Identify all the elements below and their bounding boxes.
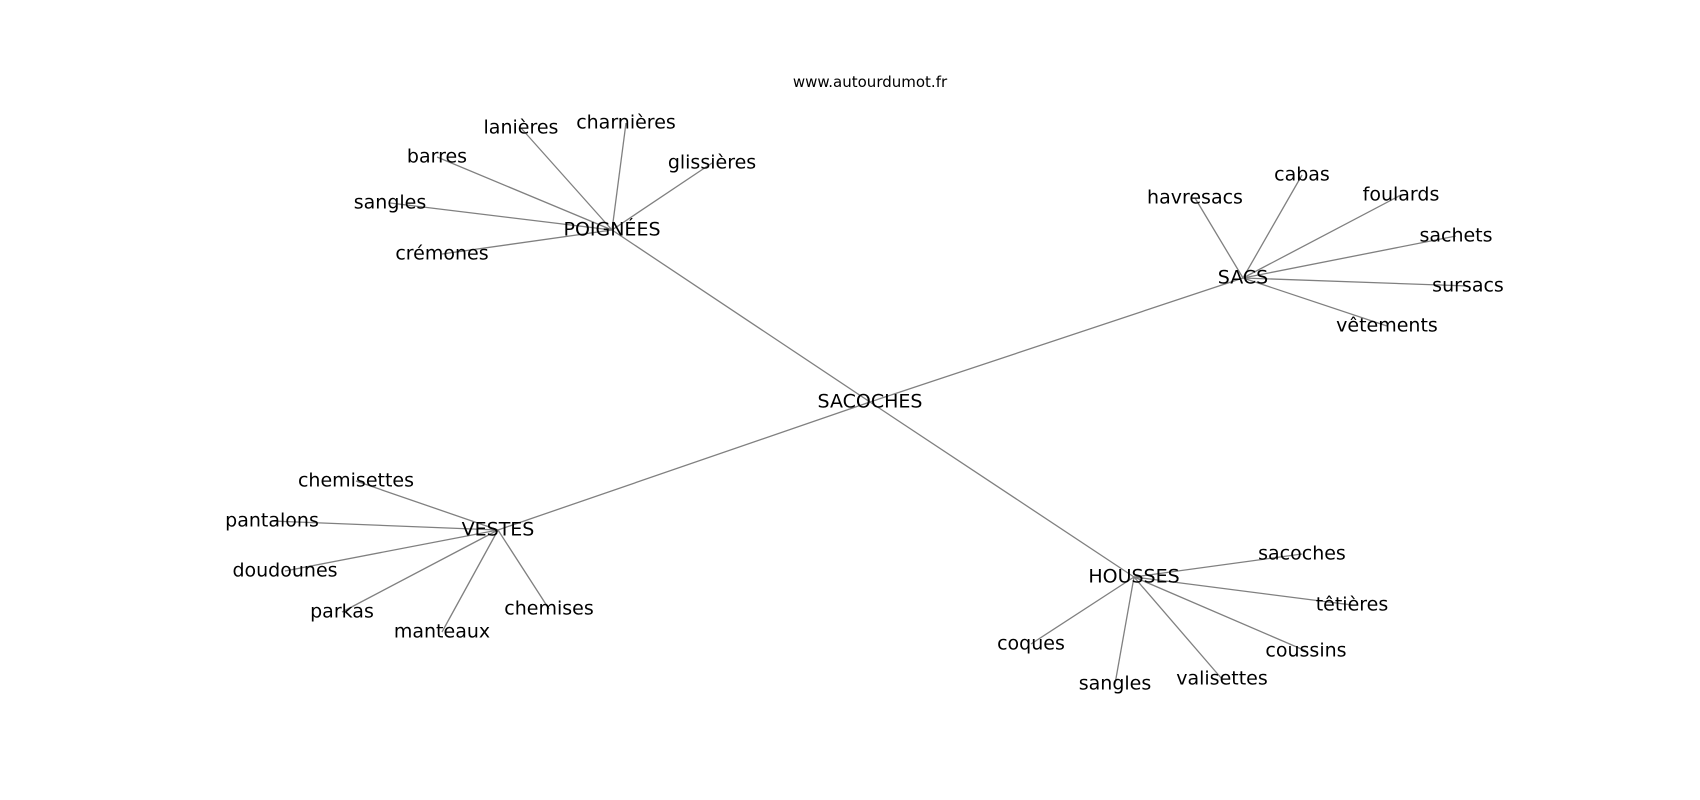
edge-center-0: [611, 229, 871, 403]
leaf-node[interactable]: manteaux: [394, 621, 490, 643]
leaf-node[interactable]: sachets: [1419, 225, 1492, 247]
leaf-node[interactable]: charnières: [576, 112, 676, 134]
leaf-node[interactable]: sacoches: [1258, 543, 1346, 565]
leaf-node[interactable]: glissières: [668, 152, 756, 174]
watermark: www.autourdumot.fr: [793, 73, 948, 91]
edge-center-3: [869, 401, 1135, 578]
edge-center-2: [497, 401, 871, 531]
leaf-node[interactable]: chemisettes: [298, 470, 414, 492]
leaf-node[interactable]: coussins: [1265, 640, 1346, 662]
edge-1-3: [1242, 235, 1457, 279]
edge-2-1: [271, 520, 499, 531]
edge-3-3: [1133, 576, 1223, 680]
edge-2-4: [441, 529, 499, 633]
leaf-node[interactable]: sangles: [354, 192, 427, 214]
leaf-node[interactable]: pantalons: [225, 510, 319, 532]
edge-1-0: [1194, 197, 1244, 279]
leaf-node[interactable]: doudounes: [232, 560, 337, 582]
labels-layer: SACOCHES POIGNÉES lanières charnières glissi…: [225, 112, 1504, 695]
edge-2-3: [341, 529, 499, 613]
leaf-node[interactable]: vêtements: [1336, 315, 1438, 337]
edge-0-4: [389, 202, 613, 231]
edge-1-4: [1242, 277, 1469, 287]
group-node[interactable]: HOUSSES: [1088, 566, 1179, 588]
edge-1-5: [1242, 277, 1388, 327]
edge-center-1: [869, 277, 1244, 403]
leaf-node[interactable]: lanières: [484, 117, 559, 139]
edge-0-1: [611, 122, 627, 231]
leaf-node[interactable]: coques: [997, 633, 1065, 655]
edge-0-0: [520, 127, 613, 231]
edge-3-5: [1030, 576, 1135, 645]
leaf-node[interactable]: têtières: [1316, 594, 1389, 616]
edge-0-3: [436, 156, 613, 231]
center-node[interactable]: SACOCHES: [818, 391, 923, 413]
edges-layer: [271, 122, 1469, 685]
edge-0-2: [611, 162, 713, 231]
leaf-node[interactable]: barres: [407, 146, 467, 168]
group-node[interactable]: POIGNÉES: [563, 218, 660, 241]
edge-3-2: [1133, 576, 1307, 652]
edge-1-1: [1242, 174, 1303, 279]
edge-3-0: [1133, 553, 1303, 578]
edge-2-2: [284, 529, 499, 572]
edge-3-1: [1133, 576, 1353, 606]
leaf-node[interactable]: foulards: [1363, 184, 1440, 206]
edge-1-2: [1242, 194, 1402, 279]
leaf-node[interactable]: cabas: [1274, 164, 1330, 186]
leaf-node[interactable]: parkas: [310, 601, 374, 623]
edge-3-4: [1114, 576, 1135, 685]
edge-2-0: [355, 480, 499, 531]
leaf-node[interactable]: chemises: [504, 598, 593, 620]
leaf-node[interactable]: valisettes: [1176, 668, 1268, 690]
leaf-node[interactable]: sursacs: [1432, 275, 1504, 297]
leaf-node[interactable]: havresacs: [1147, 187, 1243, 209]
leaf-node[interactable]: sangles: [1079, 673, 1152, 695]
leaf-node[interactable]: crémones: [395, 243, 488, 265]
edge-2-5: [497, 529, 550, 610]
group-node[interactable]: SACS: [1218, 267, 1268, 289]
group-node[interactable]: VESTES: [462, 519, 535, 541]
edge-0-5: [441, 229, 613, 255]
